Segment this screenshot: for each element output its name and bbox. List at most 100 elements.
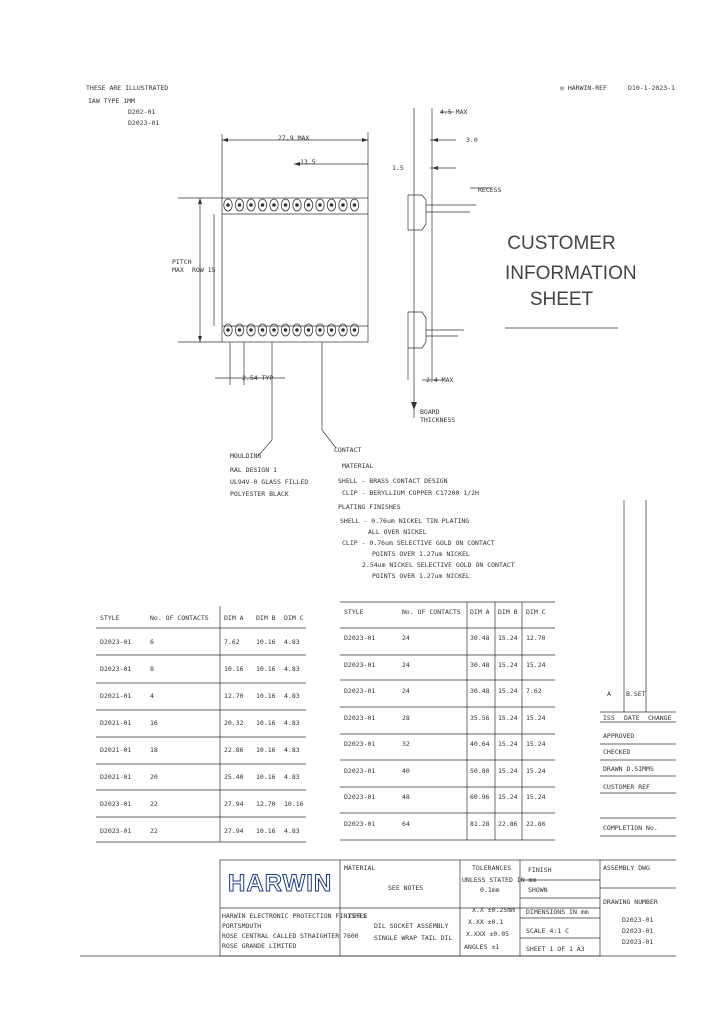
table-cell: 15.24 bbox=[526, 766, 546, 775]
pin-outline bbox=[234, 323, 245, 337]
table-cell: D2023-01 bbox=[344, 634, 376, 642]
table-cell: 20.32 bbox=[224, 719, 244, 727]
table-header: DIM A bbox=[224, 614, 244, 622]
pin-center bbox=[318, 203, 322, 207]
company-line: ROSE GRANDE LIMITED bbox=[222, 942, 297, 950]
tolerances-line: 0.1mm bbox=[480, 886, 500, 894]
material-value: SEE NOTES bbox=[388, 884, 424, 892]
dim-pitch-label: PITCH MAX bbox=[172, 258, 192, 274]
plating-line: 2.54um NICKEL SELECTIVE GOLD ON CONTACT bbox=[362, 561, 515, 569]
material-line: SHELL - BRASS CONTACT DESIGN bbox=[338, 477, 448, 485]
table-cell: D2023-01 bbox=[344, 687, 376, 695]
rev-col-date: DATE bbox=[624, 714, 640, 722]
table-cell: 40 bbox=[402, 766, 410, 775]
table-cell: 40.64 bbox=[470, 740, 490, 748]
pin-outline bbox=[326, 198, 337, 212]
rev-code: D10-1-2023-1 bbox=[628, 84, 675, 92]
table-cell: 25.40 bbox=[224, 773, 244, 781]
pin-center bbox=[272, 203, 276, 207]
table-cell: 10.16 bbox=[256, 638, 276, 646]
table-cell: 18 bbox=[150, 746, 158, 754]
table-cell: D2023-01 bbox=[344, 660, 376, 669]
table-cell: 20 bbox=[150, 773, 158, 781]
rev-col-iss: ISS bbox=[603, 714, 615, 722]
table-cell: 64 bbox=[402, 819, 410, 828]
table-cell: 28 bbox=[402, 713, 410, 722]
table-cell: 4.83 bbox=[284, 746, 300, 754]
dim-recess: RECESS bbox=[478, 186, 502, 194]
table-cell: D2023-01 bbox=[344, 766, 376, 775]
harwin-logo: HARWIN bbox=[227, 870, 333, 898]
table-cell: 27.94 bbox=[224, 827, 244, 835]
rev-col-change: CHANGE bbox=[648, 714, 672, 722]
finish-label: FINISH bbox=[528, 866, 552, 874]
drawing-no: D2023-01 bbox=[622, 916, 654, 924]
table-cell: 16 bbox=[150, 719, 158, 727]
plating-line: POINTS OVER 1.27um NICKEL bbox=[372, 550, 470, 558]
checked-label: CHECKED bbox=[603, 748, 631, 756]
table-cell: 22 bbox=[150, 827, 158, 835]
table-cell: 4.83 bbox=[284, 719, 300, 727]
table-cell: 7.62 bbox=[224, 638, 240, 646]
table-cell: 22.86 bbox=[526, 819, 546, 828]
table-cell: D2023-01 bbox=[100, 827, 132, 835]
contact-head: CONTACT bbox=[334, 446, 362, 454]
drawing-no: D2023-01 bbox=[622, 927, 654, 935]
pin-center bbox=[226, 203, 230, 207]
table-cell: 27.94 bbox=[224, 800, 244, 808]
material-head: MATERIAL bbox=[342, 462, 374, 470]
pin-outline bbox=[223, 198, 233, 212]
pin-center bbox=[283, 203, 288, 207]
info-title-line1: CUSTOMER bbox=[507, 233, 616, 254]
table-cell: D2023-01 bbox=[344, 793, 376, 801]
rev-title: ◎ HARWIN-REF bbox=[560, 84, 607, 92]
pin-center bbox=[237, 203, 242, 207]
table-header: No. OF CONTACTS bbox=[402, 608, 461, 616]
angles: ANGLES ±1 bbox=[464, 943, 500, 951]
dim-pin-pitch: 2.54 TYP bbox=[242, 374, 274, 382]
moulding-line: UL94V-0 GLASS FILLED bbox=[230, 478, 309, 486]
pin-center bbox=[329, 328, 334, 332]
table-cell: D2023-01 bbox=[100, 665, 132, 673]
table-cell: 15.24 bbox=[498, 713, 518, 722]
table-cell: 10.16 bbox=[256, 665, 276, 673]
pin-outline bbox=[257, 323, 268, 337]
pin-outline bbox=[292, 198, 302, 212]
table-cell: 81.28 bbox=[470, 819, 490, 828]
table-cell: 32 bbox=[402, 740, 410, 748]
sheet-note: SHEET 1 OF 1 A3 bbox=[526, 945, 585, 953]
table-header: STYLE bbox=[100, 614, 120, 622]
pin-outline bbox=[280, 323, 291, 337]
note-line: IAW TYPE 1MM bbox=[88, 97, 135, 105]
tolerances-line: UNLESS STATED IN mm bbox=[462, 876, 537, 884]
company-line: HARWIN ELECTRONIC PROTECTION FINISHES bbox=[222, 912, 367, 920]
pin-center bbox=[329, 203, 334, 207]
table-cell: 24 bbox=[402, 634, 410, 642]
pin-center bbox=[352, 203, 357, 207]
table-cell: D2021-01 bbox=[100, 692, 132, 700]
table-cell: 30.48 bbox=[470, 634, 490, 642]
dim-half: 13.5 bbox=[300, 158, 316, 166]
dim-overall: 27.9 MAX bbox=[278, 134, 310, 142]
pin-center bbox=[306, 328, 311, 332]
table-cell: D2023-01 bbox=[100, 638, 132, 646]
table-cell: 12.70 bbox=[256, 800, 276, 808]
table-cell: 10.16 bbox=[224, 665, 244, 673]
drawing-no: D2023-01 bbox=[622, 938, 654, 946]
moulding-line: RAL DESIGN 1 bbox=[230, 466, 277, 474]
pin-outline bbox=[315, 198, 325, 212]
table-cell: D2023-01 bbox=[344, 713, 376, 722]
material-label: MATERIAL bbox=[344, 864, 376, 872]
plating-line: POINTS OVER 1.27um NICKEL bbox=[372, 572, 470, 580]
pin-center bbox=[306, 203, 311, 207]
plating-line: ALL OVER NICKEL bbox=[368, 528, 427, 536]
scale-note: SCALE 4:1 C bbox=[526, 927, 570, 935]
table-cell: 4.83 bbox=[284, 665, 300, 673]
table-cell: 15.24 bbox=[526, 713, 546, 722]
pin-center bbox=[295, 203, 299, 207]
title-label: TITLE bbox=[348, 912, 368, 920]
table-cell: 10.16 bbox=[256, 773, 276, 781]
dim-base: 2.4 MAX bbox=[426, 376, 454, 384]
